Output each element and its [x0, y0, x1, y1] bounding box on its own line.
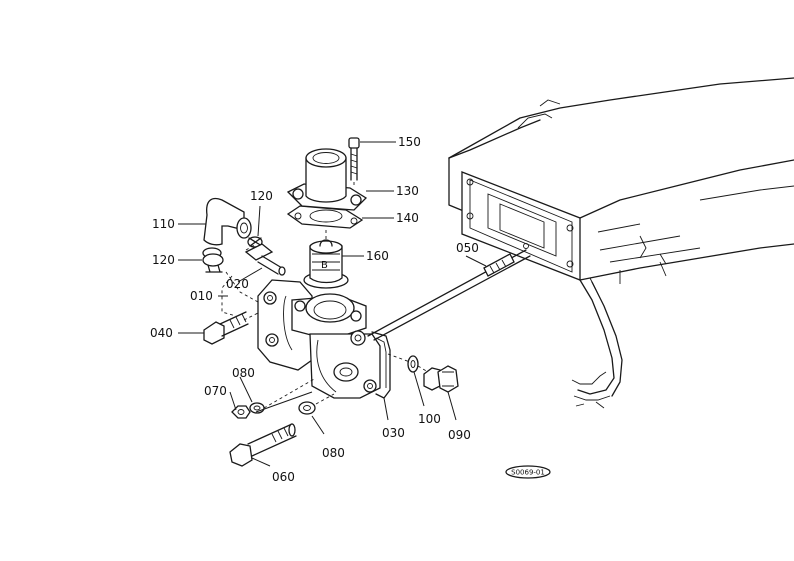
label-120-upper: 120	[250, 189, 273, 203]
pipe-fitting	[244, 243, 286, 276]
label-120-lower: 120	[152, 253, 175, 267]
label-130: 130	[396, 184, 419, 198]
water-outlet-flange	[286, 148, 368, 211]
stud-bolt	[367, 249, 531, 341]
thermostat-housing	[257, 279, 381, 399]
label-100: 100	[418, 412, 441, 426]
drawing-code-badge: S0069-01	[505, 465, 551, 479]
leader-lines	[178, 141, 487, 467]
washer-080-right	[298, 401, 316, 415]
label-040: 040	[150, 326, 173, 340]
svg-text:B: B	[321, 260, 328, 271]
label-010: 010	[190, 289, 213, 303]
label-020: 020	[226, 277, 249, 291]
label-110: 110	[152, 217, 175, 231]
part-labels: 150 130 140 120 110 120 160 050 020 010 …	[150, 135, 479, 484]
hose-clamp	[202, 253, 224, 273]
hose-elbow	[202, 197, 252, 259]
flange-bolt	[348, 137, 360, 181]
drain-plug-090	[423, 365, 459, 393]
long-bolt-060	[229, 423, 297, 467]
drawing-code: S0069-01	[511, 469, 545, 477]
label-030: 030	[382, 426, 405, 440]
outlet-gasket	[286, 205, 364, 229]
label-080-left: 080	[232, 366, 255, 380]
label-150: 150	[398, 135, 421, 149]
washer-100	[407, 355, 419, 373]
assembly-guides	[221, 182, 429, 409]
label-060: 060	[272, 470, 295, 484]
mounting-bolt-040	[203, 311, 249, 345]
engine-block	[448, 77, 794, 409]
label-090: 090	[448, 428, 471, 442]
label-140: 140	[396, 211, 419, 225]
label-070: 070	[204, 384, 227, 398]
nut-070	[231, 405, 251, 419]
label-160: 160	[366, 249, 389, 263]
thermostat: B	[303, 239, 349, 289]
label-050: 050	[456, 241, 479, 255]
label-080-right: 080	[322, 446, 345, 460]
